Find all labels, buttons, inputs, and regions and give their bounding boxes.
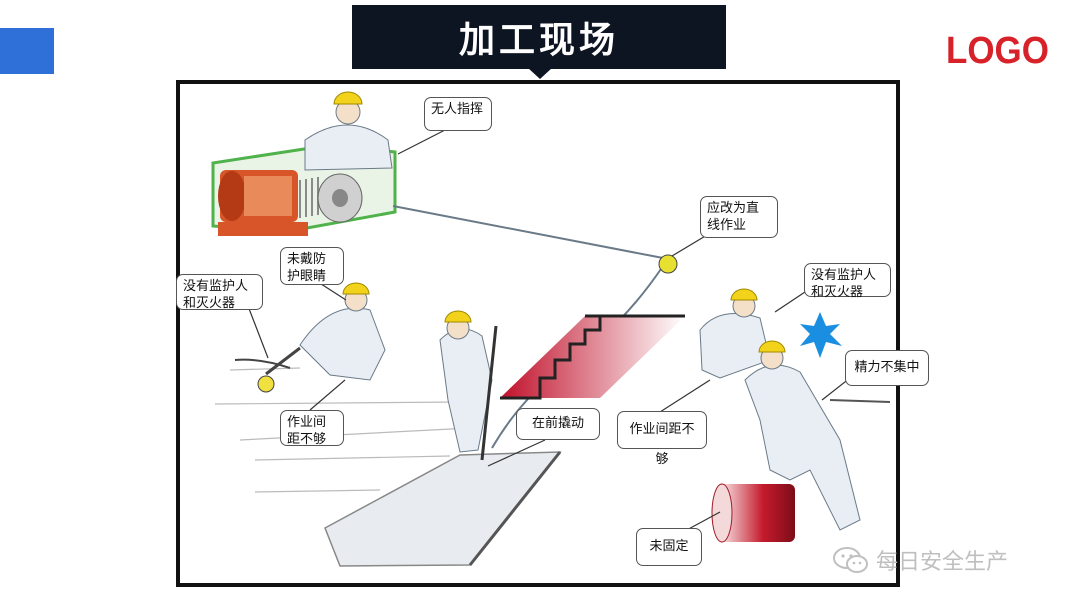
logo: LOGO bbox=[946, 30, 1049, 72]
watermark: 每日安全生产 bbox=[832, 544, 1008, 576]
worker-welder-right bbox=[699, 288, 842, 379]
winch-machine bbox=[211, 143, 397, 236]
worker-on-drum bbox=[744, 340, 891, 531]
page-title: 加工现场 bbox=[352, 5, 726, 69]
callout-no-goggles: 未戴防护眼睛 bbox=[280, 247, 344, 285]
red-drum bbox=[711, 483, 795, 543]
callout-distance-right: 作业间距不够 bbox=[617, 411, 707, 467]
worker-prying bbox=[439, 310, 498, 461]
welding-spark-icon bbox=[800, 312, 842, 358]
callout-no-commander: 无人指挥 bbox=[424, 97, 492, 131]
worker-welder-left bbox=[234, 282, 386, 393]
watermark-text: 每日安全生产 bbox=[876, 550, 1009, 575]
wechat-icon bbox=[833, 547, 868, 573]
callout-no-monitor-right: 没有监护人和灭火器 bbox=[804, 263, 891, 300]
worker-operator bbox=[304, 91, 393, 171]
striped-ladder bbox=[500, 314, 685, 400]
callout-not-focused: 精力不集中 bbox=[845, 350, 929, 386]
callout-not-fixed: 未固定 bbox=[636, 528, 702, 566]
callout-shaking: 在前撬动 bbox=[516, 408, 600, 440]
title-notch bbox=[528, 68, 552, 79]
callout-distance-left: 作业间距不够 bbox=[280, 410, 344, 447]
steel-plate bbox=[324, 451, 562, 567]
callout-straight-line: 应改为直线作业 bbox=[700, 196, 778, 238]
accent-block bbox=[0, 28, 54, 74]
callout-no-monitor-left: 没有监护人和灭火器 bbox=[176, 274, 263, 311]
pulley-block bbox=[658, 254, 678, 274]
title-text: 加工现场 bbox=[458, 19, 619, 61]
